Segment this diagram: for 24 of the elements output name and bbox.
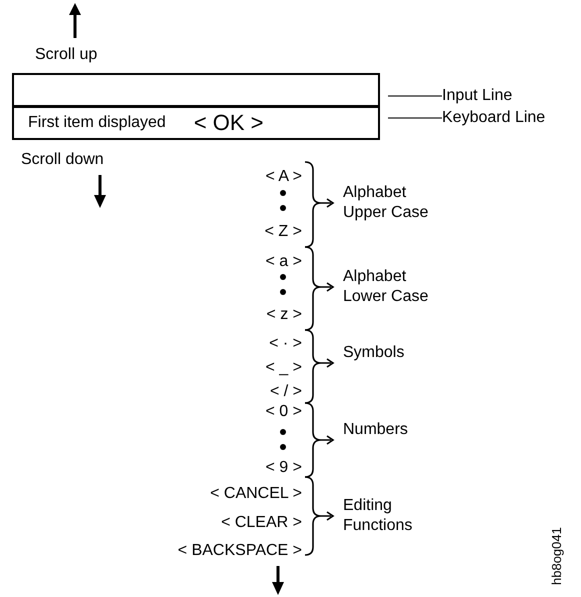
key-item: < CANCEL > bbox=[209, 484, 302, 504]
key-item: < a > bbox=[264, 252, 302, 272]
group-label: Alphabet Lower Case bbox=[343, 267, 430, 307]
key-item: < · > bbox=[268, 334, 302, 354]
figure-id: hb8og041 bbox=[549, 526, 565, 585]
scroll-caption: Scroll down bbox=[21, 150, 104, 170]
scroll-caption: Scroll up bbox=[35, 45, 98, 65]
key-item: < Z > bbox=[264, 222, 302, 242]
key-item: < _ > bbox=[264, 358, 302, 378]
group-label: Numbers bbox=[343, 420, 409, 440]
status-text: First item displayed bbox=[28, 113, 166, 133]
key-item: < A > bbox=[264, 167, 302, 187]
group-label: Symbols bbox=[343, 343, 406, 363]
key-item: < z > bbox=[265, 305, 302, 325]
ok-key: < OK > bbox=[194, 111, 264, 135]
group-label: Alphabet Upper Case bbox=[343, 183, 430, 223]
line-label: Keyboard Line bbox=[442, 108, 577, 128]
line-label: Input Line bbox=[442, 86, 562, 106]
key-item: < BACKSPACE > bbox=[176, 541, 302, 561]
group-label: Editing Functions bbox=[343, 496, 414, 536]
key-item: < 0 > bbox=[264, 402, 302, 422]
key-item: < / > bbox=[268, 382, 302, 402]
key-item: < 9 > bbox=[264, 458, 302, 478]
key-item: < CLEAR > bbox=[220, 513, 302, 533]
